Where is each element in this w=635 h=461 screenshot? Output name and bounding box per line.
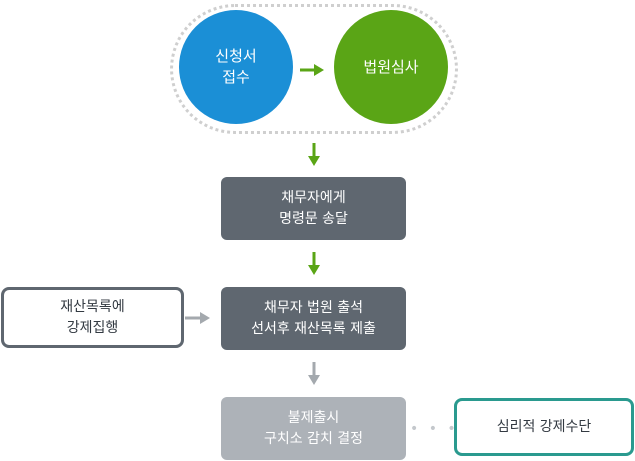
asset-list-enforcement-box: 재산목록에 강제집행 <box>1 287 184 348</box>
psychological-measure-label: 심리적 강제수단 <box>496 418 592 435</box>
detention-decision-line1: 불제출시 <box>287 409 340 426</box>
arrow-down-icon <box>308 252 320 275</box>
court-review-circle: 법원심사 <box>334 10 448 124</box>
court-review-label: 법원심사 <box>363 57 419 76</box>
arrow-down-icon <box>308 362 320 385</box>
psychological-measure-box: 심리적 강제수단 <box>454 398 634 456</box>
court-appearance-box: 채무자 법원 출석 선서후 재산목록 제출 <box>221 287 406 350</box>
application-circle: 신청서 접수 <box>179 10 293 124</box>
asset-list-enforcement-line2: 강제집행 <box>66 319 119 336</box>
order-delivery-line2: 명령문 송달 <box>279 210 348 227</box>
court-appearance-line1: 채무자 법원 출석 <box>263 299 364 316</box>
asset-list-enforcement-line1: 재산목록에 <box>60 298 125 315</box>
detention-decision-line2: 구치소 감치 결정 <box>263 430 364 447</box>
application-line2: 접수 <box>222 68 250 86</box>
application-line1: 신청서 <box>215 47 257 65</box>
detention-decision-box: 불제출시 구치소 감치 결정 <box>221 397 406 460</box>
arrow-right-icon <box>185 312 210 324</box>
court-appearance-line2: 선서후 재산목록 제출 <box>251 320 376 337</box>
arrow-right-icon <box>300 64 324 76</box>
start-group-outline <box>170 4 458 134</box>
order-delivery-box: 채무자에게 명령문 송달 <box>221 177 406 240</box>
arrow-down-icon <box>308 143 320 166</box>
order-delivery-line1: 채무자에게 <box>281 189 346 206</box>
ellipsis-connector: • • • <box>410 421 459 437</box>
